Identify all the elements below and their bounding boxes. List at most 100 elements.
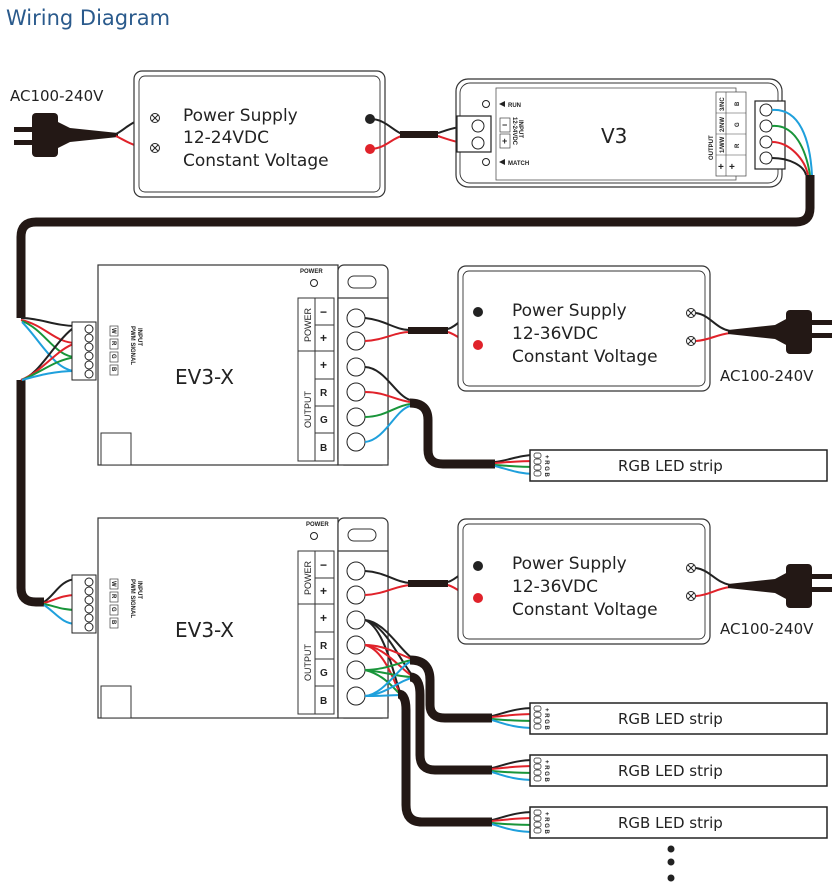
output-pin-label: G [320,668,328,679]
mains-label-1: AC100-240V [720,367,814,385]
psu-top-line1: Power Supply [183,106,298,126]
led-strip-label: RGB LED strip [618,814,723,832]
input-pin-label: W [110,581,116,587]
power-supply-receiver-2: Power Supply 12-36VDC Constant Voltage [457,518,711,645]
strip-cable-2 [409,655,492,723]
input-plus-label: + [502,136,507,146]
psu-line2: 12-36VDC [512,324,598,344]
ac-terminal-icon [686,563,696,573]
ac-terminal-icon [150,113,160,123]
power-pin-label: + [320,331,327,345]
ac-terminal-icon [686,591,696,601]
run-led-icon [482,100,490,108]
ac-terminal-icon [686,308,696,318]
led-strip-label: RGB LED strip [618,710,723,728]
v3-input-label: INPUT [517,120,523,138]
output-pin-label: R [320,641,328,652]
ac-plug-icon [728,564,832,608]
mains-label-top: AC100-240V [10,87,104,105]
bus-cable-lower [16,380,44,607]
output-pin-label: R [320,388,328,399]
v3-controller: RUN MATCH − + INPUT 12-24VDC V3 OUTPUT 3… [455,78,786,188]
v3-output-label: OUTPUT [709,135,715,160]
v3-name: V3 [601,124,627,148]
led-strip-4: + R G B RGB LED strip [529,806,828,839]
power-led-icon [310,532,318,540]
led-strip-1: + R G B RGB LED strip [529,449,828,482]
led-strip-label: RGB LED strip [618,457,723,475]
v3-output-ch-top: 2/NW [720,117,726,132]
power-pin-label: − [320,558,327,572]
power-group-label: POWER [303,560,313,595]
output-group-label: OUTPUT [303,391,313,429]
power-pin-label: + [320,584,327,598]
input-pin-label: B [110,367,116,372]
power-group-label: POWER [303,307,313,342]
v3-output-ch-bottom: G [735,122,741,127]
output-pin-label: B [320,696,327,707]
input-pin-label: G [110,354,116,359]
power-indicator-label: POWER [306,522,329,528]
v3-output-ch-bottom: R [735,143,741,148]
v3-output-ch-bottom: + [729,162,735,173]
psu-line3: Constant Voltage [512,600,658,620]
run-arrow-icon [499,101,505,107]
psu-top-line3: Constant Voltage [183,151,329,171]
input-pin-label: G [110,607,116,612]
v3-output-ch-top: 3/NC [720,97,726,111]
output-pin-label: B [320,443,327,454]
continuation-dots-icon [667,845,675,882]
ev3x-receiver-1: POWER W R G B INPUT PWM SIGNAL EV3-X POW… [71,264,389,466]
v3-output-ch-bottom: B [735,101,741,106]
pwm-signal-label: PWM SIGNAL [129,326,135,365]
run-label: RUN [508,103,521,109]
input-pin-label: R [110,594,116,599]
receiver-name: EV3-X [175,618,234,642]
power-pin-label: − [320,305,327,319]
input-pin-label: B [110,620,116,625]
led-strip-3: + R G B RGB LED strip [529,754,828,787]
output-pin-label: + [320,358,327,372]
output-pin-label: + [320,611,327,625]
v3-input-voltage: 12-24VDC [511,117,517,146]
v3-output-table: 3/NC B 2/NW G 1/WW R + + [715,91,747,177]
power-supply-receiver-1: Power Supply 12-36VDC Constant Voltage [457,265,711,392]
ac-terminal-icon [686,336,696,346]
input-pin-label: R [110,341,116,346]
diagram-title: Wiring Diagram [6,6,170,30]
psu-line1: Power Supply [512,554,627,574]
ev3x-receiver-2: POWER W R G B INPUT PWM SIGNAL EV3-X POW… [71,517,389,719]
psu-top-line2: 12-24VDC [183,128,269,148]
bus-cable [16,175,815,318]
ac-plug-icon [728,310,832,354]
strip-cable-3 [409,672,492,775]
strip-cable-4 [397,689,492,827]
strip-pin-labels: + R G B [543,812,549,835]
led-strip-2: + R G B RGB LED strip [529,702,828,735]
match-arrow-icon [499,159,505,165]
dc-cable-top [400,131,438,138]
v3-output-ch-top: + [718,162,724,173]
power-led-icon [310,279,318,287]
ac-terminal-icon [150,143,160,153]
match-led-icon [482,158,490,166]
pwm-signal-label: PWM SIGNAL [129,579,135,618]
power-supply-top: Power Supply 12-24VDC Constant Voltage [133,70,386,198]
strip-pin-labels: + R G B [543,760,549,783]
input-pin-label: W [110,328,116,334]
input-label: INPUT [136,581,142,599]
output-wires-2 [364,619,413,697]
led-strip-label: RGB LED strip [618,762,723,780]
psu-line2: 12-36VDC [512,577,598,597]
psu-line3: Constant Voltage [512,347,658,367]
output-group-label: OUTPUT [303,644,313,682]
strip-pin-labels: + R G B [543,708,549,731]
mains-label-2: AC100-240V [720,620,814,638]
power-indicator-label: POWER [300,269,323,275]
output-pin-label: G [320,415,328,426]
input-minus-label: − [502,120,507,130]
strip-pin-labels: + R G B [543,455,549,478]
receiver-name: EV3-X [175,365,234,389]
input-label: INPUT [136,328,142,346]
